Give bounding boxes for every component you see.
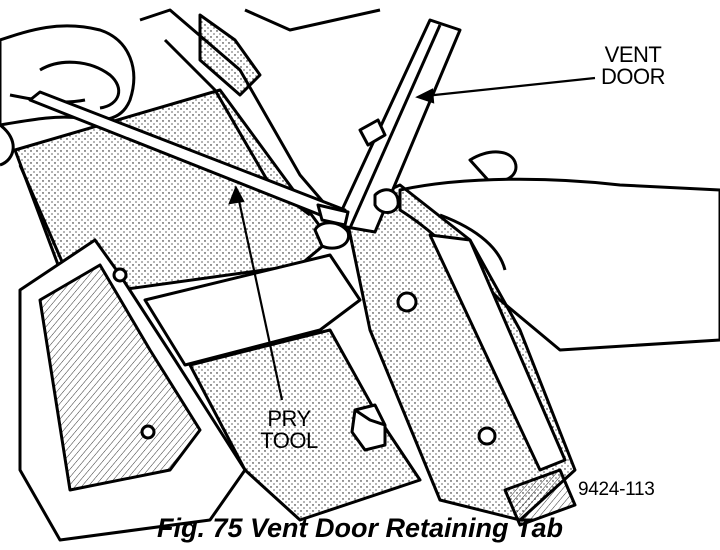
leader-lines <box>228 76 596 401</box>
pry-tool-leader <box>236 195 284 401</box>
pry-tool-label: PRY TOOL <box>250 408 328 452</box>
pry-tool-label-line1: PRY <box>267 406 311 431</box>
pry-tool-arrowhead <box>228 185 245 205</box>
housing-right <box>343 183 577 527</box>
vent-door <box>313 18 462 250</box>
figure-code: 9424-113 <box>578 479 655 500</box>
vent-door-label-line2: DOOR <box>601 64 666 89</box>
vent-door-recess <box>139 8 381 217</box>
vent-door-label-line1: VENT <box>604 42 662 67</box>
figure-caption: Fig. 75 Vent Door Retaining Tab <box>156 513 564 543</box>
left-bracket <box>18 238 247 542</box>
pry-tool-label-line2: TOOL <box>260 428 318 453</box>
vent-door-leader <box>424 76 596 98</box>
vent-door-arrowhead <box>415 88 435 104</box>
pry-tool <box>28 90 350 227</box>
vent-door-label: VENT DOOR <box>588 44 678 88</box>
